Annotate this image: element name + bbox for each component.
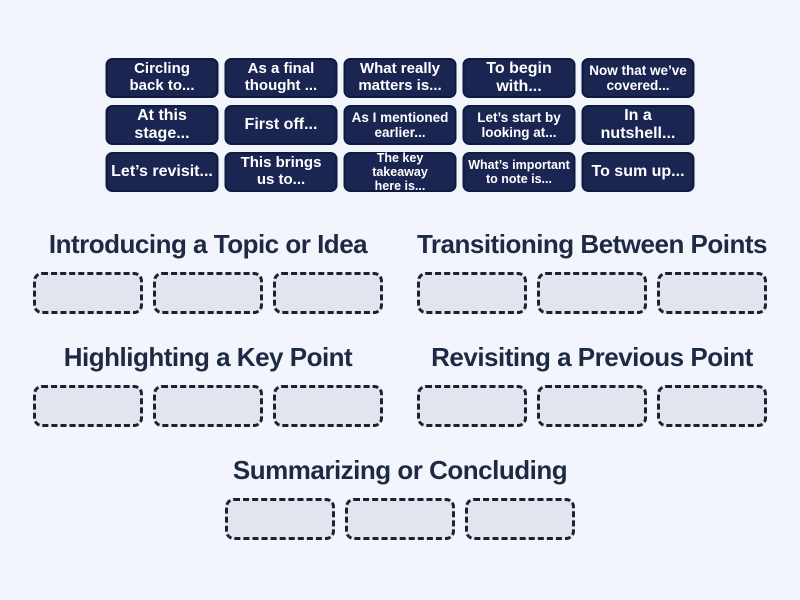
category-transitioning: Transitioning Between Points — [412, 228, 772, 314]
drop-slot[interactable] — [417, 272, 527, 314]
drop-slot[interactable] — [417, 385, 527, 427]
category-highlighting: Highlighting a Key Point — [28, 341, 388, 427]
tile-as-a-final-thought[interactable]: As a final thought ... — [224, 58, 338, 98]
drop-slot[interactable] — [465, 498, 575, 540]
drop-slot[interactable] — [273, 272, 383, 314]
tile-whats-important-to-note-is[interactable]: What’s important to note is... — [462, 152, 576, 192]
slot-row — [220, 498, 580, 540]
drop-slot[interactable] — [33, 385, 143, 427]
tile-in-a-nutshell[interactable]: In a nutshell... — [581, 105, 695, 145]
slot-row — [28, 385, 388, 427]
category-title-summarizing: Summarizing or Concluding — [232, 455, 568, 485]
drop-slot[interactable] — [33, 272, 143, 314]
tile-the-key-takeaway-here-is[interactable]: The key takeaway here is... — [343, 151, 457, 193]
tile-now-that-weve-covered[interactable]: Now that we’ve covered... — [581, 58, 695, 98]
tile-to-begin-with[interactable]: To begin with... — [462, 58, 576, 98]
category-title-transitioning: Transitioning Between Points — [416, 229, 768, 259]
tile-what-really-matters-is[interactable]: What really matters is... — [343, 58, 457, 98]
tile-first-off[interactable]: First off... — [224, 105, 338, 145]
tile-this-brings-us-to[interactable]: This brings us to... — [224, 152, 338, 192]
slot-row — [412, 385, 772, 427]
drop-slot[interactable] — [225, 498, 335, 540]
tile-circling-back-to[interactable]: Circling back to... — [105, 58, 219, 98]
slot-row — [412, 272, 772, 314]
drop-slot[interactable] — [537, 272, 647, 314]
category-introducing: Introducing a Topic or Idea — [28, 228, 388, 314]
tile-lets-revisit[interactable]: Let’s revisit... — [105, 152, 219, 192]
category-summarizing: Summarizing or Concluding — [220, 454, 580, 540]
slot-row — [28, 272, 388, 314]
drop-slot[interactable] — [345, 498, 455, 540]
category-revisiting: Revisiting a Previous Point — [412, 341, 772, 427]
category-title-highlighting: Highlighting a Key Point — [63, 342, 353, 372]
drop-slot[interactable] — [153, 385, 263, 427]
drop-slot[interactable] — [657, 385, 767, 427]
category-title-introducing: Introducing a Topic or Idea — [48, 229, 368, 259]
drop-slot[interactable] — [153, 272, 263, 314]
tile-lets-start-by-looking-at[interactable]: Let’s start by looking at... — [462, 105, 576, 145]
drop-slot[interactable] — [537, 385, 647, 427]
word-bank: Circling back to... As a final thought .… — [105, 58, 695, 193]
tile-as-i-mentioned-earlier[interactable]: As I mentioned earlier... — [343, 105, 457, 145]
category-title-revisiting: Revisiting a Previous Point — [431, 342, 753, 372]
drop-slot[interactable] — [273, 385, 383, 427]
tile-to-sum-up[interactable]: To sum up... — [581, 152, 695, 192]
drop-slot[interactable] — [657, 272, 767, 314]
tile-at-this-stage[interactable]: At this stage... — [105, 105, 219, 145]
